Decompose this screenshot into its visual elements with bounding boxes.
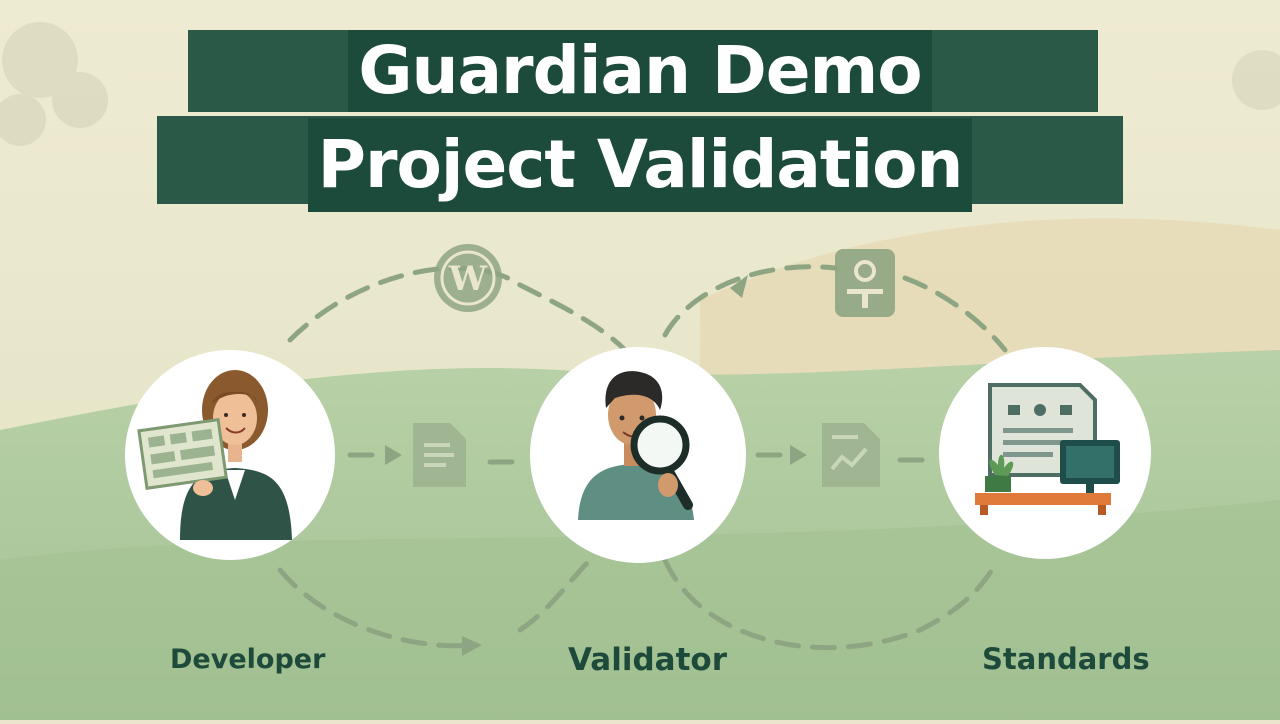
plant-icon <box>985 454 1014 492</box>
flow-arc-validator-lower-left <box>517 557 593 633</box>
flow-connectors <box>277 264 1008 651</box>
flow-arrowheads <box>385 275 807 656</box>
standards-node <box>939 347 1151 559</box>
background-foreground-hill <box>0 500 1280 720</box>
developer-label: Developer <box>170 644 326 675</box>
standards-label: Standards <box>982 642 1150 676</box>
validator-node <box>530 347 746 563</box>
arrowhead-developer-mid <box>385 445 402 465</box>
developer-node <box>125 350 335 560</box>
svg-text:W: W <box>448 259 488 299</box>
title-text-line-1: Guardian Demo <box>348 30 932 112</box>
computer-monitor-icon <box>1060 440 1120 494</box>
developer-blueprint-board <box>137 417 228 490</box>
flow-arc-developer-to-validator-top <box>287 265 628 353</box>
arrowhead-top-right <box>730 275 748 298</box>
title-line-2: Project Validation <box>0 118 1280 212</box>
certificate-stamp-icon <box>835 249 895 317</box>
flow-arc-validator-to-standards-top <box>662 264 838 338</box>
report-document-icon <box>822 423 880 487</box>
flow-arc-developer-to-validator-bottom <box>277 567 473 649</box>
validator-avatar <box>578 371 694 520</box>
document-icon <box>413 423 466 487</box>
arrowhead-bottom-left <box>462 636 482 656</box>
arrowhead-validator-mid <box>790 445 807 465</box>
decorative-leaf-blob <box>0 22 1280 146</box>
title-text-line-2: Project Validation <box>307 118 973 212</box>
desk-icon <box>975 493 1111 505</box>
title-line-1: Guardian Demo <box>0 30 1280 112</box>
magnifying-glass-icon <box>630 415 693 510</box>
validator-label: Validator <box>568 642 727 678</box>
flow-arc-standards-right <box>902 275 1008 353</box>
wp-logo-icon: W <box>434 244 502 312</box>
